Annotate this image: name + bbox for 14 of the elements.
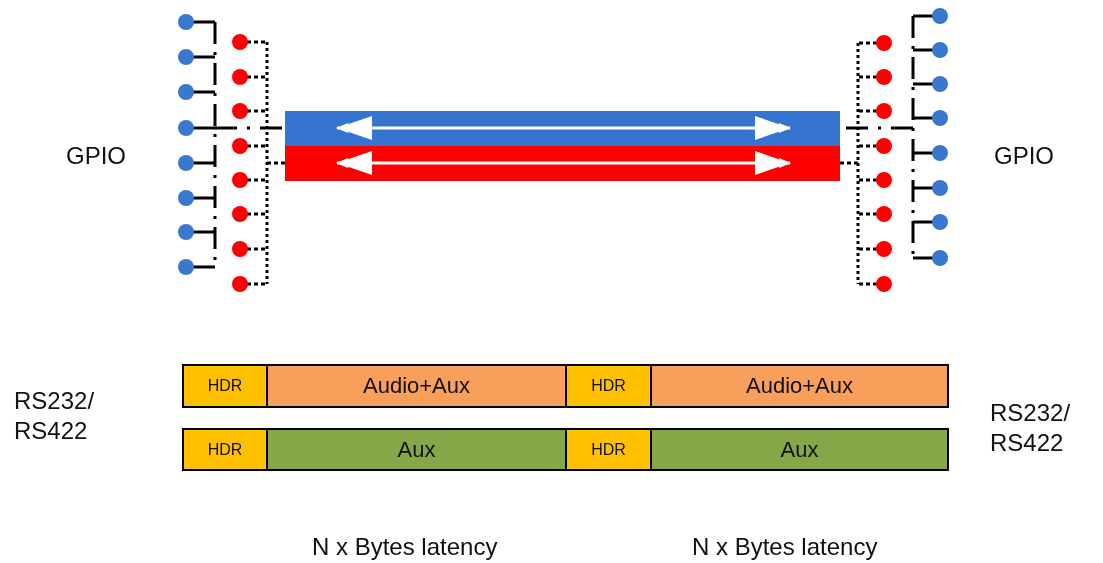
payload-cell: Aux <box>266 428 567 471</box>
port-label: RS232/ RS422 <box>990 398 1072 458</box>
payload-cell: Audio+Aux <box>650 364 949 408</box>
latency-note: N x Bytes latency <box>312 532 498 562</box>
header-cell: HDR <box>182 364 268 408</box>
header-cell: HDR <box>565 364 652 408</box>
port-label: RS232/ RS422 <box>14 386 96 446</box>
payload-cell: Aux <box>650 428 949 471</box>
header-cell: HDR <box>565 428 652 471</box>
payload-cell: Audio+Aux <box>266 364 567 408</box>
gpio-label: GPIO <box>994 141 1054 171</box>
header-cell: HDR <box>182 428 268 471</box>
latency-note: N x Bytes latency <box>692 532 878 562</box>
gpio-label: GPIO <box>66 141 126 171</box>
